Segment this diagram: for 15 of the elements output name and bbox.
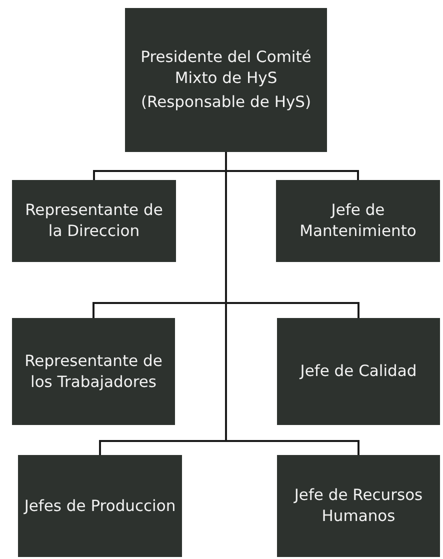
org-box	[12, 318, 175, 425]
org-box	[18, 455, 182, 557]
position-title: Representante de la Direccion	[24, 200, 164, 242]
org-box	[276, 180, 440, 262]
org-box	[125, 8, 327, 152]
position-title: Jefes de Produccion	[24, 496, 176, 516]
position-title: Jefe de Mantenimiento	[298, 200, 418, 242]
position-title: Jefe de Recursos Humanos	[292, 485, 424, 527]
position-title: Representante de los Trabajadores	[24, 350, 164, 392]
position-title: (Responsable de HyS)	[140, 92, 312, 114]
position-title: Presidente del Comité Mixto de HyS	[140, 46, 312, 88]
position-title: Jefe de Calidad	[300, 361, 417, 382]
org-box	[277, 318, 440, 425]
org-box	[277, 455, 440, 557]
org-box	[12, 180, 176, 262]
